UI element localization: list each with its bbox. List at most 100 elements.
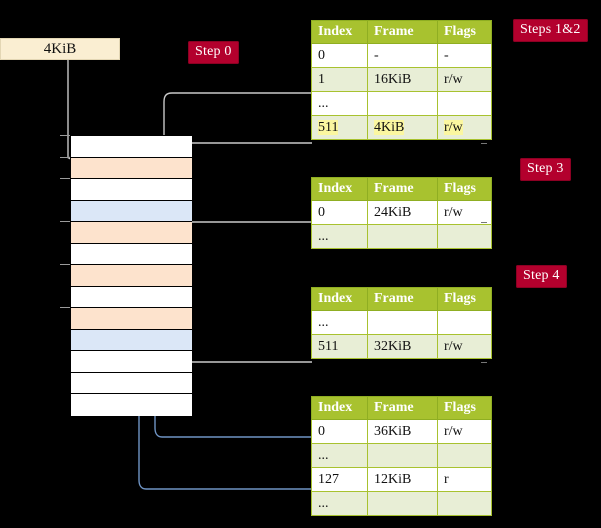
badge-steps-1-2: Steps 1&2 xyxy=(513,19,588,42)
cell-frame: 16KiB xyxy=(367,67,438,92)
column-header-flags: Flags xyxy=(437,287,492,311)
memory-row-tick-6 xyxy=(60,264,70,266)
badge-step-0: Step 0 xyxy=(188,41,239,64)
cell-flags: r/w xyxy=(437,115,492,140)
highlighted-value: 511 xyxy=(318,119,339,135)
table-row: ... xyxy=(311,224,492,249)
cell-index: ... xyxy=(311,443,368,468)
cell-frame xyxy=(367,310,438,335)
cell-frame: 12KiB xyxy=(367,467,438,492)
cell-frame: 4KiB xyxy=(367,115,438,140)
cell-frame xyxy=(367,91,438,116)
memory-row-8 xyxy=(71,308,192,330)
cell-flags: r/w xyxy=(437,67,492,92)
column-header-index: Index xyxy=(311,396,368,420)
cell-frame: 36KiB xyxy=(367,419,438,444)
cell-flags: r/w xyxy=(437,200,492,225)
memory-row-11 xyxy=(71,372,192,395)
column-header-frame: Frame xyxy=(367,287,438,311)
cell-flags xyxy=(437,491,492,516)
cell-flags: r/w xyxy=(437,419,492,444)
cell-frame xyxy=(367,224,438,249)
table1-edge-tick xyxy=(481,143,487,144)
cell-index: ... xyxy=(311,224,368,249)
column-header-flags: Flags xyxy=(437,177,492,201)
column-header-flags: Flags xyxy=(437,396,492,420)
cell-index: ... xyxy=(311,491,368,516)
highlighted-value: r/w xyxy=(444,119,463,135)
memory-row-9 xyxy=(71,329,192,352)
cell-frame xyxy=(367,491,438,516)
column-header-frame: Frame xyxy=(367,396,438,420)
memory-row-5 xyxy=(71,243,192,266)
cell-index: 0 xyxy=(311,43,368,68)
wire-table1-row1-stub xyxy=(163,92,312,140)
cell-index: 1 xyxy=(311,67,368,92)
table2-edge-tick xyxy=(481,222,487,223)
badge-step-4: Step 4 xyxy=(516,265,567,288)
cell-frame: 24KiB xyxy=(367,200,438,225)
cell-index: 0 xyxy=(311,200,368,225)
column-header-frame: Frame xyxy=(367,177,438,201)
column-header-index: Index xyxy=(311,20,368,44)
cell-flags xyxy=(437,310,492,335)
cell-flags xyxy=(437,91,492,116)
cell-index: ... xyxy=(311,310,368,335)
cell-flags: - xyxy=(437,43,492,68)
cell-frame: 32KiB xyxy=(367,334,438,359)
cell-flags xyxy=(437,443,492,468)
memory-row-tick-0 xyxy=(60,135,70,136)
wire-4kib-to-memory xyxy=(59,51,75,162)
column-header-index: Index xyxy=(311,177,368,201)
memory-row-tick-8 xyxy=(60,307,70,309)
cell-flags: r/w xyxy=(437,334,492,359)
badge-step-4-label: Step 4 xyxy=(523,268,560,283)
memory-row-3 xyxy=(71,200,192,223)
cell-index: ... xyxy=(311,91,368,116)
badge-step-0-label: Step 0 xyxy=(195,44,232,59)
memory-row-tick-4 xyxy=(60,221,70,223)
cell-flags: r xyxy=(437,467,492,492)
column-header-frame: Frame xyxy=(367,20,438,44)
memory-row-7 xyxy=(71,286,192,309)
source-page-box: 4KiB xyxy=(0,38,120,60)
source-page-label: 4KiB xyxy=(43,40,77,57)
memory-row-6 xyxy=(71,265,192,287)
memory-row-tick-1 xyxy=(60,156,70,158)
table-row: 0-- xyxy=(311,43,492,68)
cell-index: 0 xyxy=(311,419,368,444)
column-header-index: Index xyxy=(311,287,368,311)
cell-index: 511 xyxy=(311,115,368,140)
badge-steps-1-2-label: Steps 1&2 xyxy=(520,22,581,37)
memory-row-1 xyxy=(71,157,192,180)
cell-flags xyxy=(437,224,492,249)
column-header-flags: Flags xyxy=(437,20,492,44)
table-row: ... xyxy=(311,443,492,468)
physical-memory-column xyxy=(70,135,192,416)
memory-row-2 xyxy=(71,179,192,201)
memory-row-10 xyxy=(71,351,192,373)
cell-index: 511 xyxy=(311,334,368,359)
memory-row-0 xyxy=(71,136,192,158)
memory-row-tick-2 xyxy=(60,178,70,180)
badge-step-3: Step 3 xyxy=(520,158,571,181)
badge-step-3-label: Step 3 xyxy=(527,161,564,176)
memory-row-4 xyxy=(71,222,192,244)
cell-frame xyxy=(367,443,438,468)
table-row: ... xyxy=(311,91,492,116)
memory-row-12 xyxy=(71,394,192,416)
